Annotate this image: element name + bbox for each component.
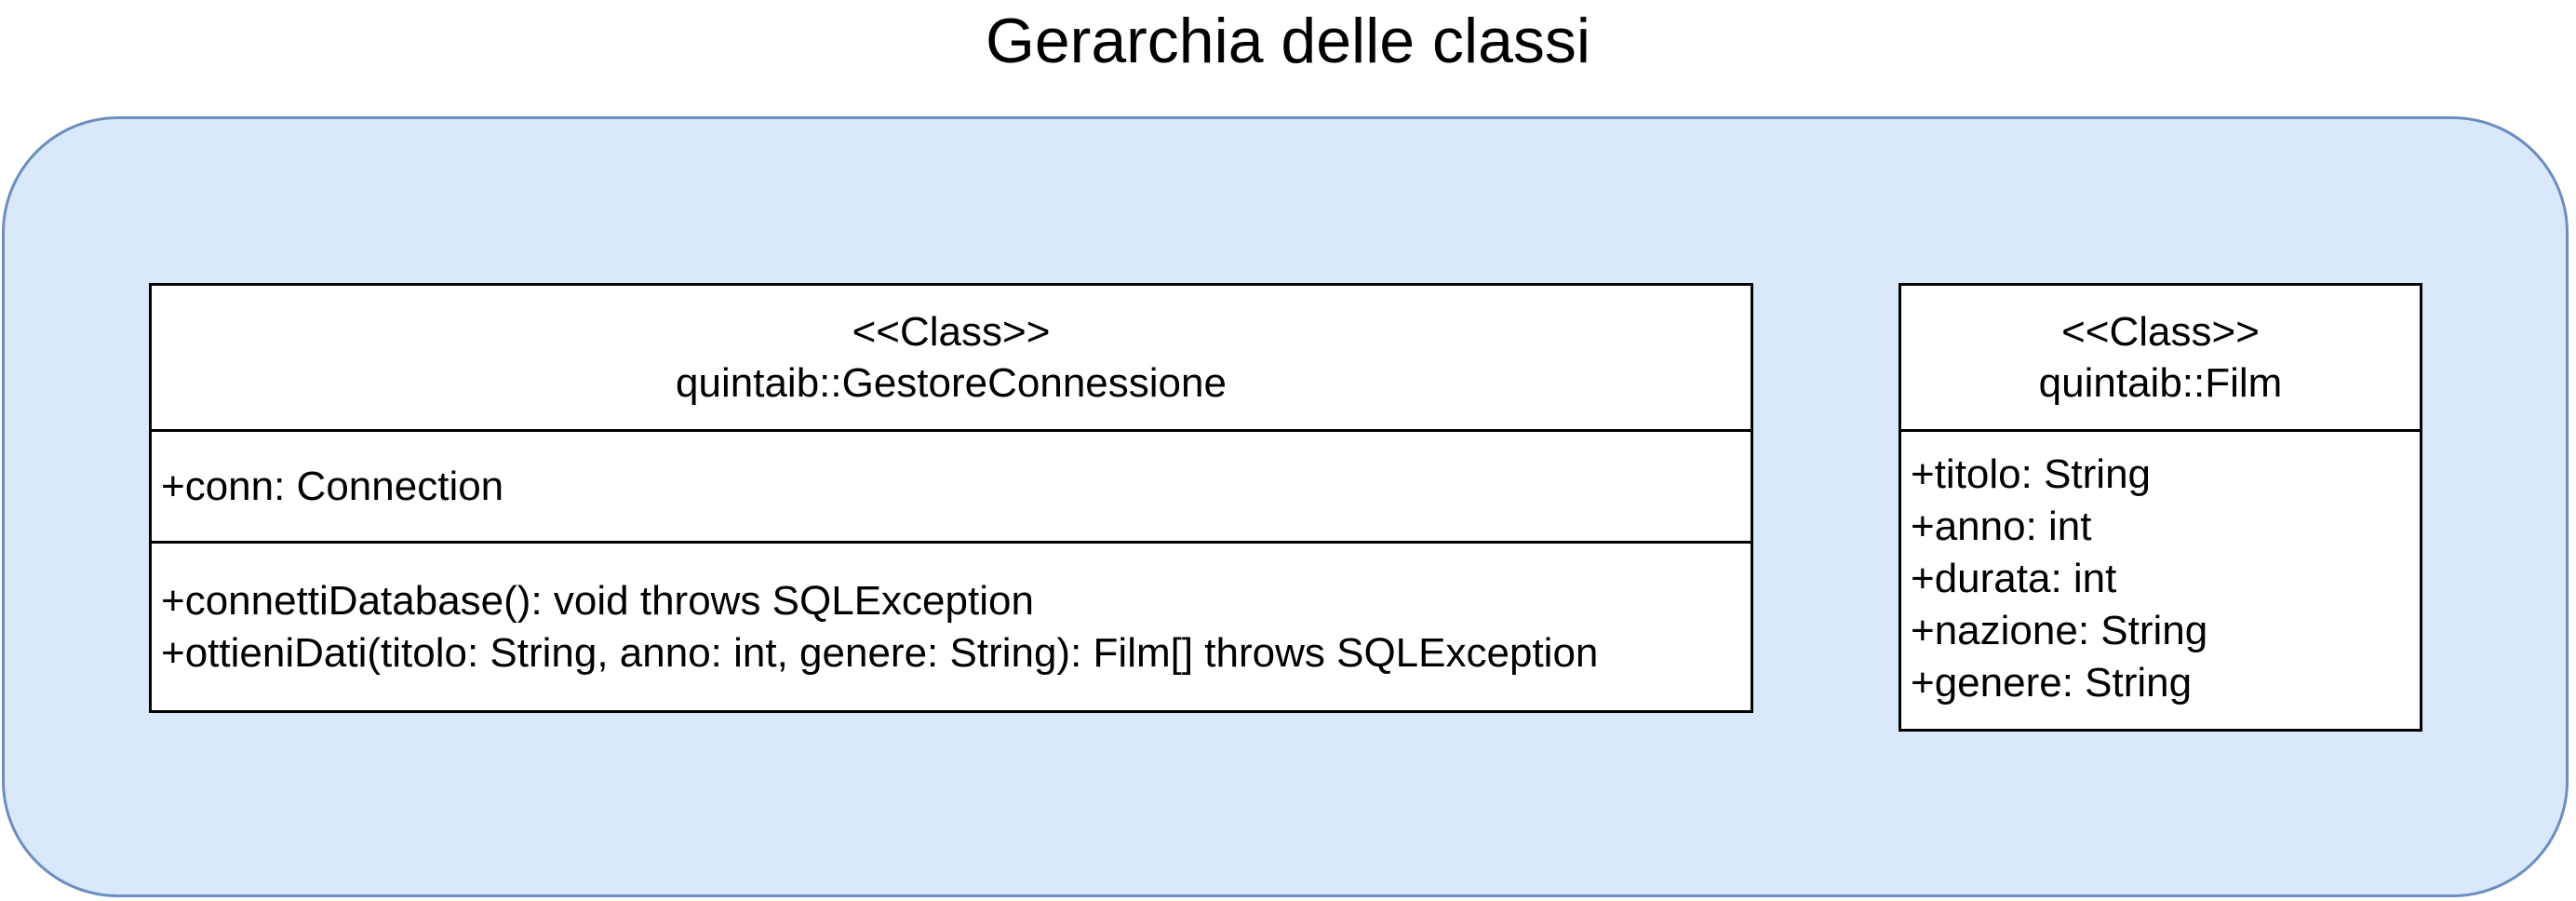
class-box-gestore-connessione[interactable]: <<Class>> quintaib::GestoreConnessione +… [149, 283, 1753, 713]
method-line: +connettiDatabase(): void throws SQLExce… [161, 577, 1034, 624]
class-stereotype: <<Class>> [2061, 309, 2260, 355]
attribute-line: +titolo: String [1911, 450, 2152, 497]
diagram-title: Gerarchia delle classi [985, 6, 1591, 76]
class-stereotype: <<Class>> [852, 309, 1051, 355]
attribute-line: +anno: int [1911, 503, 2092, 549]
class-header: <<Class>> quintaib::Film [1901, 286, 2420, 432]
attributes-section: +titolo: String +anno: int +durata: int … [1901, 432, 2420, 729]
attribute-line: +genere: String [1911, 659, 2193, 706]
attribute-line: +durata: int [1911, 555, 2117, 601]
class-header: <<Class>> quintaib::GestoreConnessione [152, 286, 1751, 432]
attributes-section: +conn: Connection [152, 432, 1751, 541]
class-name: quintaib::GestoreConnessione [676, 360, 1227, 406]
class-box-film[interactable]: <<Class>> quintaib::Film +titolo: String… [1898, 283, 2422, 732]
methods-section: +connettiDatabase(): void throws SQLExce… [152, 541, 1751, 710]
attribute-line: +nazione: String [1911, 607, 2208, 653]
class-name: quintaib::Film [2038, 360, 2283, 406]
method-line: +ottieniDati(titolo: String, anno: int, … [161, 629, 1599, 676]
attribute-line: +conn: Connection [161, 463, 504, 509]
